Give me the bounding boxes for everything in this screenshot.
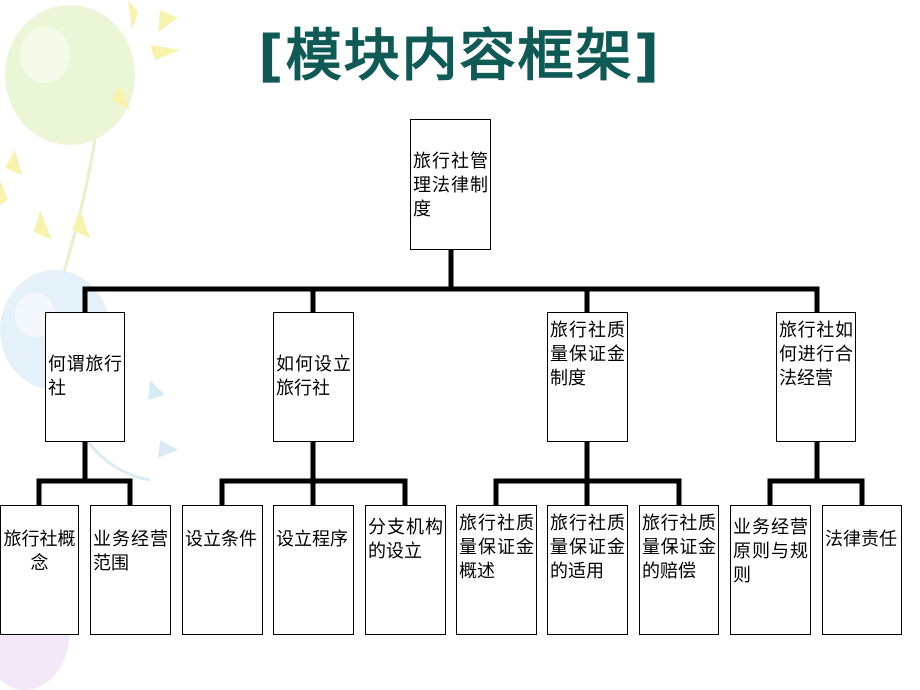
leaf-node-procedure: 设立程序 <box>273 505 354 635</box>
branch-node-deposit-system: 旅行社质量保证金制度 <box>547 312 628 442</box>
leaf-node-deposit-compensation: 旅行社质量保证金的赔偿 <box>639 505 719 635</box>
root-node: 旅行社管理法律制度 <box>410 119 491 250</box>
branch-node-legal-operation: 旅行社如何进行合法经营 <box>776 312 856 442</box>
page-title: [模块内容框架] <box>258 24 662 89</box>
branch-label: 何谓旅行社 <box>48 354 122 399</box>
branch-label: 如何设立旅行社 <box>276 354 351 399</box>
leaf-node-concept: 旅行社概念 <box>0 505 79 635</box>
branch-node-what-is-travel-agency: 何谓旅行社 <box>45 312 125 442</box>
branch-node-how-to-establish: 如何设立旅行社 <box>273 312 354 442</box>
leaf-node-operation-principles: 业务经营原则与规则 <box>730 505 811 635</box>
leaf-node-deposit-application: 旅行社质量保证金的适用 <box>547 505 628 635</box>
leaf-node-business-scope: 业务经营范围 <box>90 505 171 635</box>
leaf-node-legal-liability: 法律责任 <box>822 505 902 635</box>
leaf-node-conditions: 设立条件 <box>182 505 263 635</box>
leaf-node-branch-establishment: 分支机构的设立 <box>365 505 446 635</box>
leaf-node-deposit-overview: 旅行社质量保证金概述 <box>456 505 537 635</box>
